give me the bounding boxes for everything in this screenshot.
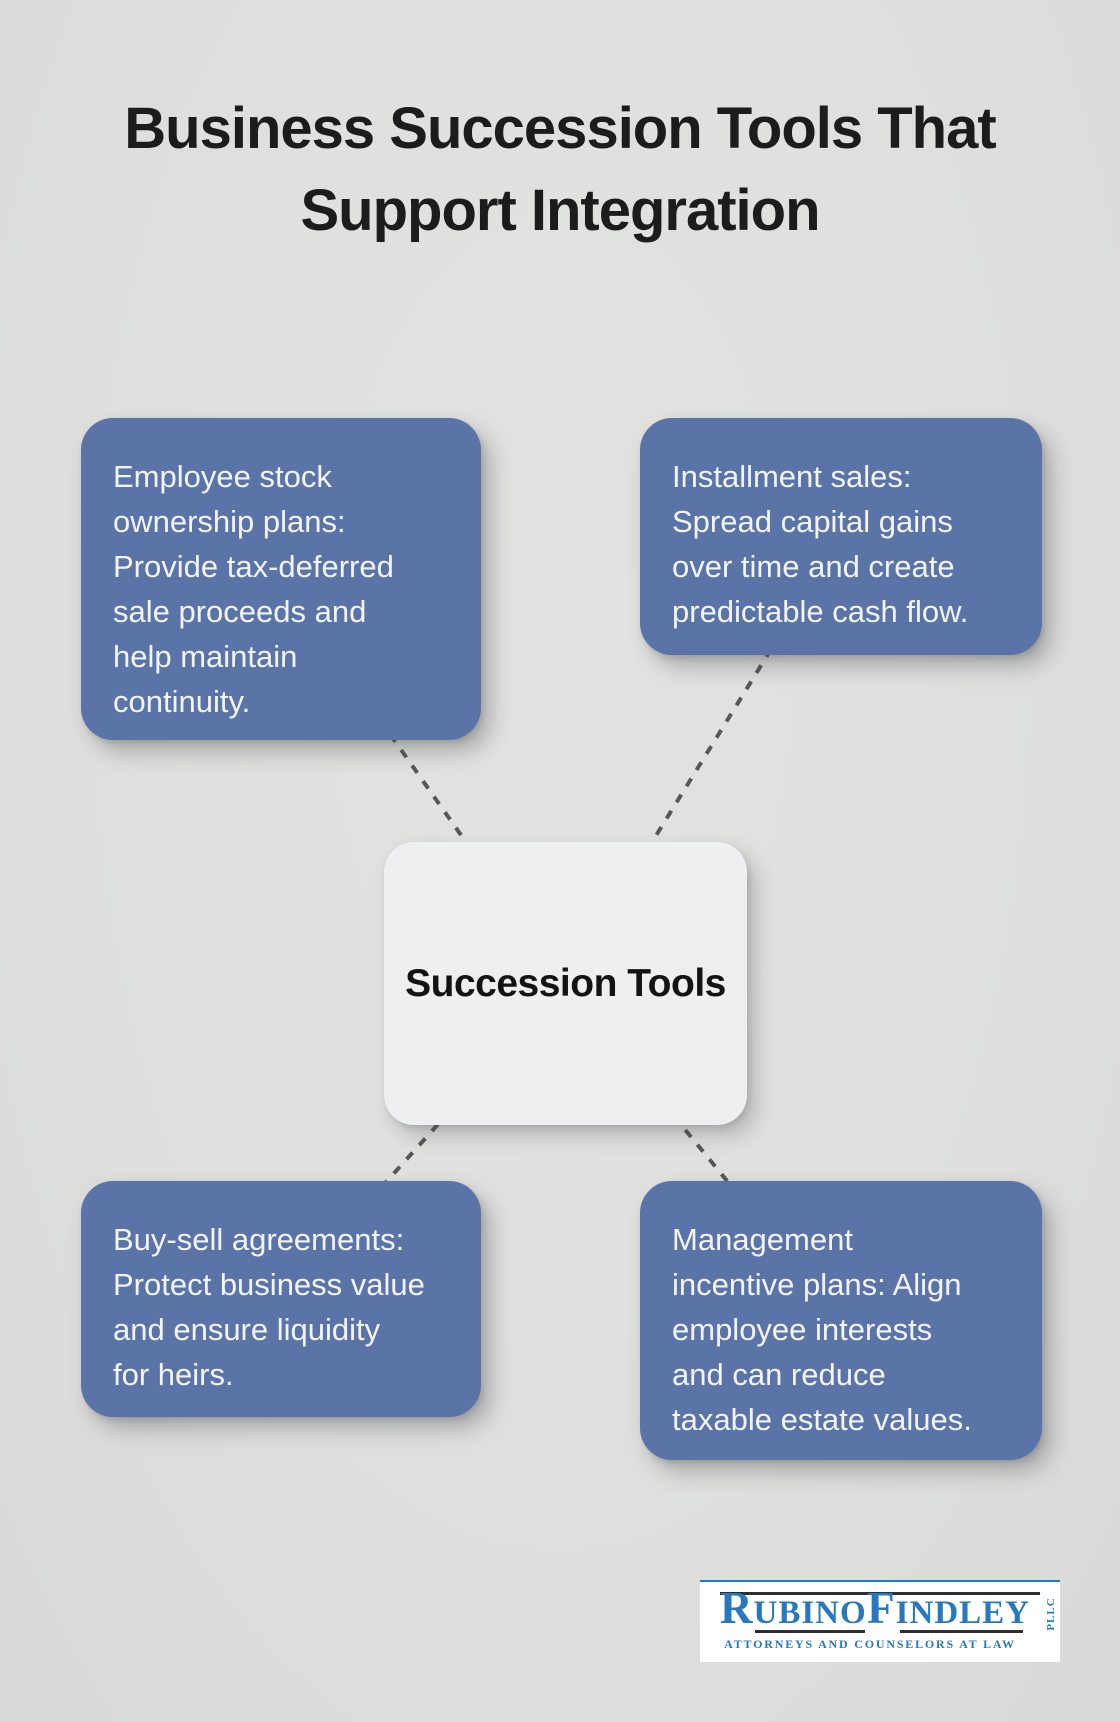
logo-underline-right: [900, 1630, 1023, 1633]
logo-initial-r: R: [720, 1583, 754, 1633]
logo-tagline: ATTORNEYS AND COUNSELORS AT LAW: [724, 1637, 1016, 1651]
logo-pllc-suffix: PLLC: [1045, 1597, 1057, 1631]
page-title: Business Succession Tools That Support I…: [124, 96, 996, 243]
logo-underline-left: [755, 1630, 865, 1633]
node-succession-tools-center: Succession Tools: [384, 842, 747, 1125]
logo-upper-rule: [720, 1592, 1040, 1595]
logo-initial-f: F: [867, 1583, 896, 1633]
connector-center-to-buysell: [279, 981, 567, 1301]
node-buy-sell-agreements: Buy-sell agreements: Protect business va…: [81, 1181, 481, 1417]
logo-word-ubino: UBINO: [753, 1595, 867, 1631]
node-employee-stock-ownership-plans: Employee stock ownership plans: Provide …: [81, 418, 481, 740]
node-management-incentive-plans: Management incentive plans: Align employ…: [640, 1181, 1042, 1460]
logo-word-indley: INDLEY: [895, 1595, 1030, 1631]
logo-top-blue-line: [700, 1580, 1060, 1582]
node-installment-sales: Installment sales: Spread capital gains …: [640, 418, 1042, 655]
